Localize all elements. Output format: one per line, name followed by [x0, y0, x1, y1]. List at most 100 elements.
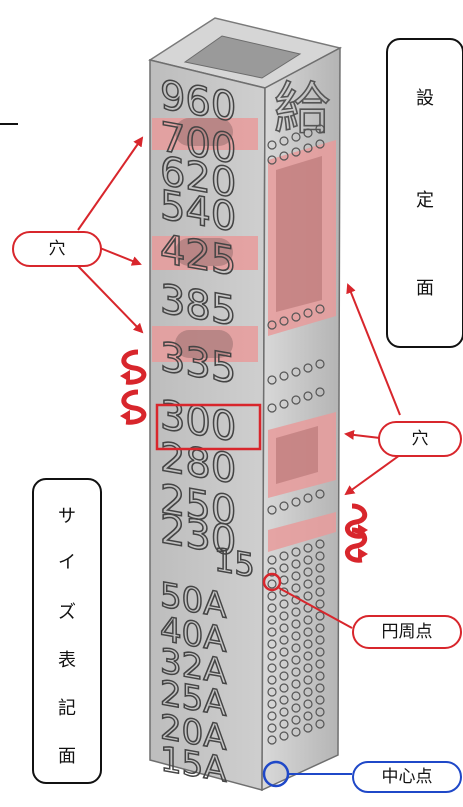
- side-dot: [303, 615, 313, 625]
- side-dot: [315, 611, 325, 621]
- kanji-mark: 給: [274, 77, 330, 142]
- side-dot: [315, 671, 325, 681]
- side-dot: [315, 695, 325, 705]
- side-dot: [279, 671, 289, 681]
- size-face-char-6: 面: [58, 746, 76, 767]
- side-dot: [279, 151, 289, 161]
- side-dot: [267, 140, 277, 150]
- side-dot: [315, 304, 325, 314]
- side-dot: [315, 599, 325, 609]
- side-dot: [315, 359, 325, 369]
- side-dot: [303, 651, 313, 661]
- side-dot: [315, 124, 325, 134]
- side-dot: [279, 136, 289, 146]
- side-dot: [303, 627, 313, 637]
- center-point-label: 中心点: [352, 761, 462, 793]
- side-dot: [291, 691, 301, 701]
- side-dot: [303, 143, 313, 153]
- side-dot: [315, 551, 325, 561]
- size-notation-face-label: サ イ ズ 表 記 面: [32, 478, 102, 784]
- side-dot: [315, 719, 325, 729]
- side-dot: [291, 643, 301, 653]
- side-dot: [303, 128, 313, 138]
- side-dot: [291, 547, 301, 557]
- side-dot: [303, 639, 313, 649]
- side-dot: [267, 735, 277, 745]
- side-dot: [267, 687, 277, 697]
- side-dot: [303, 308, 313, 318]
- side-dot: [315, 623, 325, 633]
- setting-face-char-1: 設: [416, 88, 434, 109]
- side-dot: [303, 591, 313, 601]
- side-dot: [315, 139, 325, 149]
- side-dot: [291, 312, 301, 322]
- hole-slot-1: [175, 118, 233, 146]
- side-dot: [279, 623, 289, 633]
- size-face-char-4: 表: [58, 650, 76, 671]
- side-dot: [291, 147, 301, 157]
- side-dot: [267, 579, 277, 589]
- front-holes: [152, 118, 258, 362]
- setting-face-label: 設 定 面: [386, 38, 463, 348]
- side-dot: [267, 591, 277, 601]
- hole-arrows-left: [77, 136, 144, 334]
- hole-label-right: 穴: [378, 421, 462, 457]
- side-dot: [279, 659, 289, 669]
- side-dot: [267, 155, 277, 165]
- setting-face-char-2: 定: [416, 190, 434, 211]
- side-dot: [303, 493, 313, 503]
- hole-arrows-right: [344, 283, 401, 496]
- setting-face-char-3: 面: [416, 278, 434, 299]
- side-dot: [279, 371, 289, 381]
- side-dot: [279, 707, 289, 717]
- side-dot: [303, 699, 313, 709]
- side-dot: [267, 403, 277, 413]
- side-dot: [291, 679, 301, 689]
- side-dot: [315, 539, 325, 549]
- side-dot: [303, 543, 313, 553]
- side-dot: [279, 719, 289, 729]
- side-dot: [303, 567, 313, 577]
- side-dot: [279, 501, 289, 511]
- side-dot: [291, 607, 301, 617]
- circumference-point-label: 円周点: [352, 615, 462, 649]
- side-dot: [267, 651, 277, 661]
- side-dot: [315, 387, 325, 397]
- side-dot: [267, 699, 277, 709]
- side-dot: [291, 715, 301, 725]
- side-dot: [291, 583, 301, 593]
- size-face-char-5: 記: [58, 698, 76, 719]
- side-dot: [291, 703, 301, 713]
- side-dot: [291, 571, 301, 581]
- side-hole-mid-inner: [276, 426, 318, 484]
- side-dot: [315, 563, 325, 573]
- highlight-300-box: [155, 403, 262, 451]
- side-dot: [267, 320, 277, 330]
- side-dot: [267, 505, 277, 515]
- size-face-char-3: ズ: [58, 602, 76, 623]
- side-dot: [267, 375, 277, 385]
- hole-slot-3: [175, 330, 233, 358]
- side-dot: [291, 655, 301, 665]
- hole-slot-2: [175, 238, 233, 266]
- side-dot: [267, 627, 277, 637]
- side-dot: [291, 395, 301, 405]
- side-dot: [267, 603, 277, 613]
- side-dot: [291, 631, 301, 641]
- side-dot: [303, 579, 313, 589]
- side-dot: [315, 635, 325, 645]
- side-hole-large-inner: [276, 156, 322, 312]
- side-dot: [279, 399, 289, 409]
- side-dot: [267, 639, 277, 649]
- side-dot: [267, 711, 277, 721]
- side-dot: [303, 555, 313, 565]
- side-dot: [303, 663, 313, 673]
- side-dot: [303, 675, 313, 685]
- side-dot: [279, 647, 289, 657]
- side-dot: [279, 611, 289, 621]
- rotation-arrows-left: [120, 349, 147, 425]
- size-face-char-2: イ: [58, 552, 76, 573]
- side-dot: [279, 635, 289, 645]
- side-dot: [315, 647, 325, 657]
